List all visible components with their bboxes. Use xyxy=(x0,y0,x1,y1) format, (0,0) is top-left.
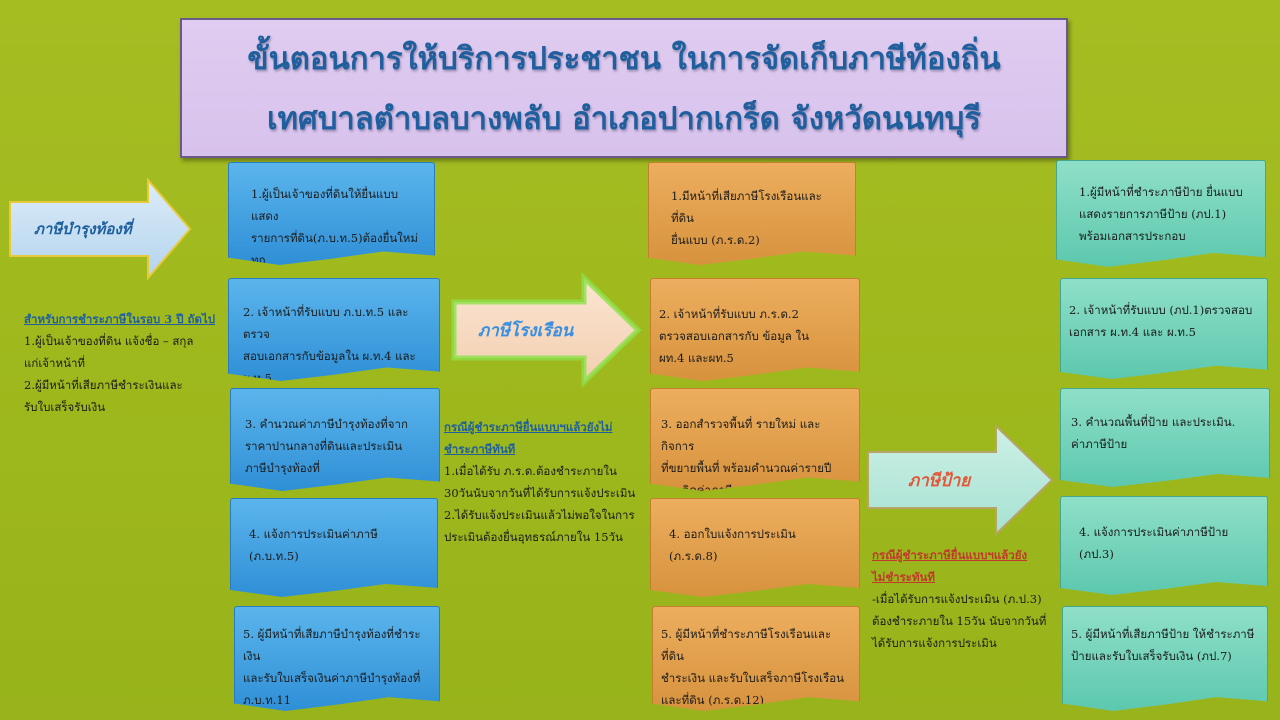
land-tax-note-body: 1.ผู้เป็นเจ้าของที่ดิน แจ้งชื่อ – สกุล แ… xyxy=(24,334,194,414)
building-tax-label: ภาษีโรงเรือน xyxy=(478,320,574,341)
sign-tax-note-heading: กรณีผู้ชำระภาษียื่นแบบฯแล้วยัง ไม่ชำระทั… xyxy=(872,548,1028,584)
building-tax-note: กรณีผู้ชำระภาษียื่นแบบฯแล้วยังไม่ ชำระภา… xyxy=(444,416,648,548)
building-step-4: 4. ออกใบแจ้งการประเมิน (ภ.ร.ด.8) xyxy=(650,498,860,597)
building-step-2-text: 2. เจ้าหน้าที่รับแบบ ภ.ร.ด.2 ตรวจสอบเอกส… xyxy=(659,307,809,365)
sign-step-5-text: 5. ผู้มีหน้าที่เสียภาษีป้าย ให้ชำระภาษี … xyxy=(1071,627,1255,663)
land-tax-note-heading: สำหรับการชำระภาษีในรอบ 3 ปี ถัดไป xyxy=(24,312,216,326)
sign-step-2-text: 2. เจ้าหน้าที่รับแบบ (ภป.1)ตรวจสอบ เอกสา… xyxy=(1069,303,1253,339)
sign-tax-arrow-shape xyxy=(867,423,1054,537)
building-tax-arrow: ภาษีโรงเรือน xyxy=(448,272,644,388)
building-step-4-text: 4. ออกใบแจ้งการประเมิน (ภ.ร.ด.8) xyxy=(669,527,796,563)
building-tax-note-heading: กรณีผู้ชำระภาษียื่นแบบฯแล้วยังไม่ ชำระภา… xyxy=(444,420,613,456)
land-tax-note: สำหรับการชำระภาษีในรอบ 3 ปี ถัดไป 1.ผู้เ… xyxy=(24,308,224,418)
land-step-3: 3. คำนวณค่าภาษีบำรุงท้องที่จาก ราคาปานกล… xyxy=(230,388,440,491)
land-tax-arrow-shape xyxy=(9,178,192,280)
building-step-5: 5. ผู้มีหน้าที่ชำระภาษีโรงเรือนและที่ดิน… xyxy=(652,606,860,711)
land-step-5: 5. ผู้มีหน้าที่เสียภาษีบำรุงท้องที่ชำระเ… xyxy=(234,606,440,711)
building-step-1-text: 1.มีหน้าที่เสียภาษีโรงเรือนและที่ดิน ยื่… xyxy=(671,189,822,247)
title-line-2: เทศบาลตำบลบางพลับ อำเภอปากเกร็ด จังหวัดน… xyxy=(266,101,981,137)
land-step-1-text: 1.ผู้เป็นเจ้าของที่ดินให้ยื่นแบบแสดง ราย… xyxy=(251,187,418,266)
building-tax-note-body: 1.เมื่อได้รับ ภ.ร.ด.ต้องชำระภายใน 30วันน… xyxy=(444,464,636,544)
land-step-5-text: 5. ผู้มีหน้าที่เสียภาษีบำรุงท้องที่ชำระเ… xyxy=(243,627,421,707)
sign-step-4-text: 4. แจ้งการประเมินค่าภาษีป้าย (ภป.3) xyxy=(1079,525,1229,561)
sign-step-3: 3. คำนวณพื้นที่ป้าย และประเมิน. ค่าภาษีป… xyxy=(1060,388,1270,487)
sign-tax-note-body: -เมื่อได้รับการแจ้งประเมิน (ภ.ป.3) ต้องช… xyxy=(872,592,1047,650)
land-step-2-text: 2. เจ้าหน้าที่รับแบบ ภ.บ.ท.5 และตรวจ สอบ… xyxy=(243,305,416,382)
land-step-3-text: 3. คำนวณค่าภาษีบำรุงท้องที่จาก ราคาปานกล… xyxy=(245,417,408,475)
sign-step-5: 5. ผู้มีหน้าที่เสียภาษีป้าย ให้ชำระภาษี … xyxy=(1062,606,1268,711)
sign-step-1: 1.ผู้มีหน้าที่ชำระภาษีป้าย ยื่นแบบ แสดงร… xyxy=(1056,160,1266,267)
sign-tax-label: ภาษีป้าย xyxy=(908,470,971,491)
building-step-2: 2. เจ้าหน้าที่รับแบบ ภ.ร.ด.2 ตรวจสอบเอกส… xyxy=(650,278,860,381)
land-step-1: 1.ผู้เป็นเจ้าของที่ดินให้ยื่นแบบแสดง ราย… xyxy=(228,162,435,266)
land-tax-arrow: ภาษีบำรุงท้องที่ xyxy=(8,178,192,280)
building-step-3-text: 3. ออกสำรวจพื้นที่ รายใหม่ และกิจการ ที่… xyxy=(661,417,832,492)
land-step-2: 2. เจ้าหน้าที่รับแบบ ภ.บ.ท.5 และตรวจ สอบ… xyxy=(228,278,440,382)
sign-step-4: 4. แจ้งการประเมินค่าภาษีป้าย (ภป.3) xyxy=(1060,496,1268,595)
sign-tax-arrow: ภาษีป้าย xyxy=(864,422,1056,538)
page-title: ขั้นตอนการให้บริการประชาชน ในการจัดเก็บภ… xyxy=(180,18,1068,158)
building-step-1: 1.มีหน้าที่เสียภาษีโรงเรือนและที่ดิน ยื่… xyxy=(648,162,856,265)
land-tax-label: ภาษีบำรุงท้องที่ xyxy=(34,220,132,238)
building-tax-arrow-shape xyxy=(451,272,642,388)
sign-step-3-text: 3. คำนวณพื้นที่ป้าย และประเมิน. ค่าภาษีป… xyxy=(1071,415,1236,451)
sign-step-1-text: 1.ผู้มีหน้าที่ชำระภาษีป้าย ยื่นแบบ แสดงร… xyxy=(1079,185,1243,243)
sign-step-2: 2. เจ้าหน้าที่รับแบบ (ภป.1)ตรวจสอบ เอกสา… xyxy=(1060,278,1268,379)
title-line-1: ขั้นตอนการให้บริการประชาชน ในการจัดเก็บภ… xyxy=(247,41,1001,77)
land-step-4: 4. แจ้งการประเมินค่าภาษี (ภ.บ.ท.5) xyxy=(230,498,438,597)
sign-tax-note: กรณีผู้ชำระภาษียื่นแบบฯแล้วยัง ไม่ชำระทั… xyxy=(872,544,1056,654)
building-step-3: 3. ออกสำรวจพื้นที่ รายใหม่ และกิจการ ที่… xyxy=(650,388,860,492)
land-step-4-text: 4. แจ้งการประเมินค่าภาษี (ภ.บ.ท.5) xyxy=(249,527,378,563)
building-step-5-text: 5. ผู้มีหน้าที่ชำระภาษีโรงเรือนและที่ดิน… xyxy=(661,627,845,707)
